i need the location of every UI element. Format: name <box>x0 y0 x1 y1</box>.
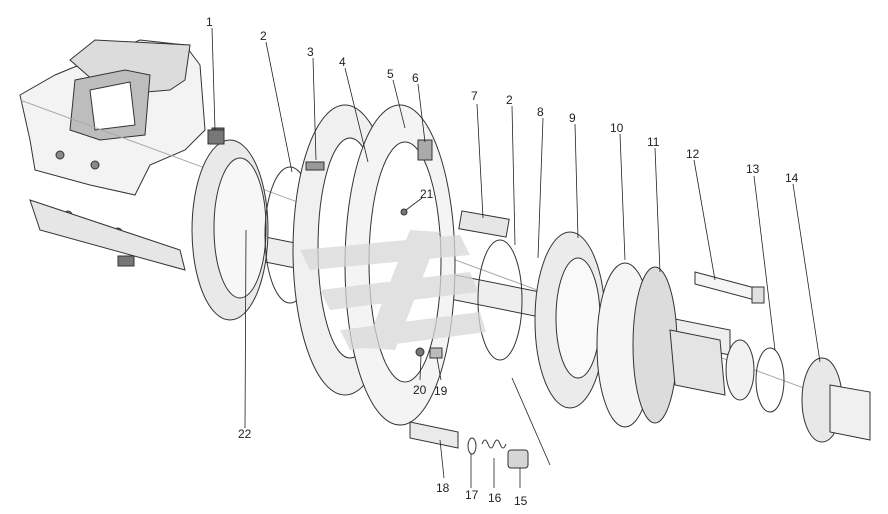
plug-15 <box>507 449 529 469</box>
callout-9: 9 <box>569 111 576 125</box>
callout-22: 22 <box>238 427 252 441</box>
pin-20 <box>415 347 425 357</box>
callout-11: 11 <box>647 135 660 149</box>
callout-4: 4 <box>339 55 346 69</box>
flange-22 <box>191 127 269 321</box>
callout-10: 10 <box>610 121 624 135</box>
callout-13: 13 <box>746 162 760 176</box>
callout-7: 7 <box>471 89 478 103</box>
callout-6: 6 <box>412 71 419 85</box>
valve-assembly <box>409 421 529 469</box>
callout-1: 1 <box>206 15 213 29</box>
pin-21 <box>400 208 408 216</box>
callout-14: 14 <box>785 171 799 185</box>
leader-lines <box>211 27 821 488</box>
snap-ring-13 <box>755 347 785 413</box>
bolt-12 <box>694 271 765 304</box>
nipple-3 <box>305 161 325 171</box>
callout-5: 5 <box>387 67 394 81</box>
spring-16 <box>481 439 507 449</box>
callout-20: 20 <box>413 383 427 397</box>
callout-17: 17 <box>465 488 479 502</box>
o-ring-2-second <box>477 239 523 361</box>
flange-9 <box>534 231 606 409</box>
seal-ring-17 <box>467 437 477 455</box>
stylized-stripes-logo-icon <box>300 230 486 350</box>
splined-hub <box>669 329 755 401</box>
callout-21: 21 <box>420 187 434 201</box>
callout-labels: 1 2 3 4 5 6 7 2 8 9 10 11 12 13 14 15 16… <box>206 15 799 508</box>
pin-7 <box>458 210 510 238</box>
callout-16: 16 <box>488 491 502 505</box>
plug-1 <box>207 129 225 145</box>
callout-12: 12 <box>686 147 700 161</box>
housing-bracket <box>19 39 206 271</box>
callout-2: 2 <box>260 29 267 43</box>
ring-11 <box>632 266 678 424</box>
callout-3: 3 <box>307 45 314 59</box>
callout-19: 19 <box>434 384 448 398</box>
callout-18: 18 <box>436 481 450 495</box>
end-shaft-14 <box>801 357 871 443</box>
callout-15: 15 <box>514 494 528 508</box>
pin-19 <box>429 347 443 359</box>
callout-2b: 2 <box>506 93 513 107</box>
callout-8: 8 <box>537 105 544 119</box>
